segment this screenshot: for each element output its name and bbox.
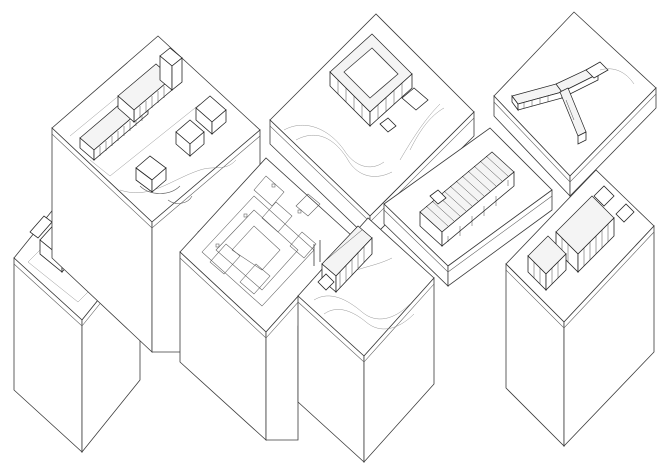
model-center-lower xyxy=(297,217,435,464)
model-top-center xyxy=(269,13,475,241)
long-building-2 xyxy=(117,63,173,123)
model-top-left xyxy=(51,35,261,353)
model-right-middle xyxy=(383,127,553,287)
right-building-cluster xyxy=(527,185,635,291)
y-shaped-building xyxy=(511,61,609,145)
model-top-right xyxy=(493,11,657,198)
courtyard-building xyxy=(329,33,429,133)
long-hall-building xyxy=(419,151,515,247)
tower xyxy=(159,47,183,91)
model-right-lower xyxy=(505,169,655,447)
plinth-right-face xyxy=(447,189,553,287)
plinth-right-face xyxy=(569,87,657,197)
courtyard-house-plan xyxy=(201,175,321,307)
building-cluster xyxy=(135,95,227,204)
lower-building xyxy=(317,225,373,294)
plinth-right-face xyxy=(563,224,655,447)
plinth-right-face xyxy=(363,276,435,464)
